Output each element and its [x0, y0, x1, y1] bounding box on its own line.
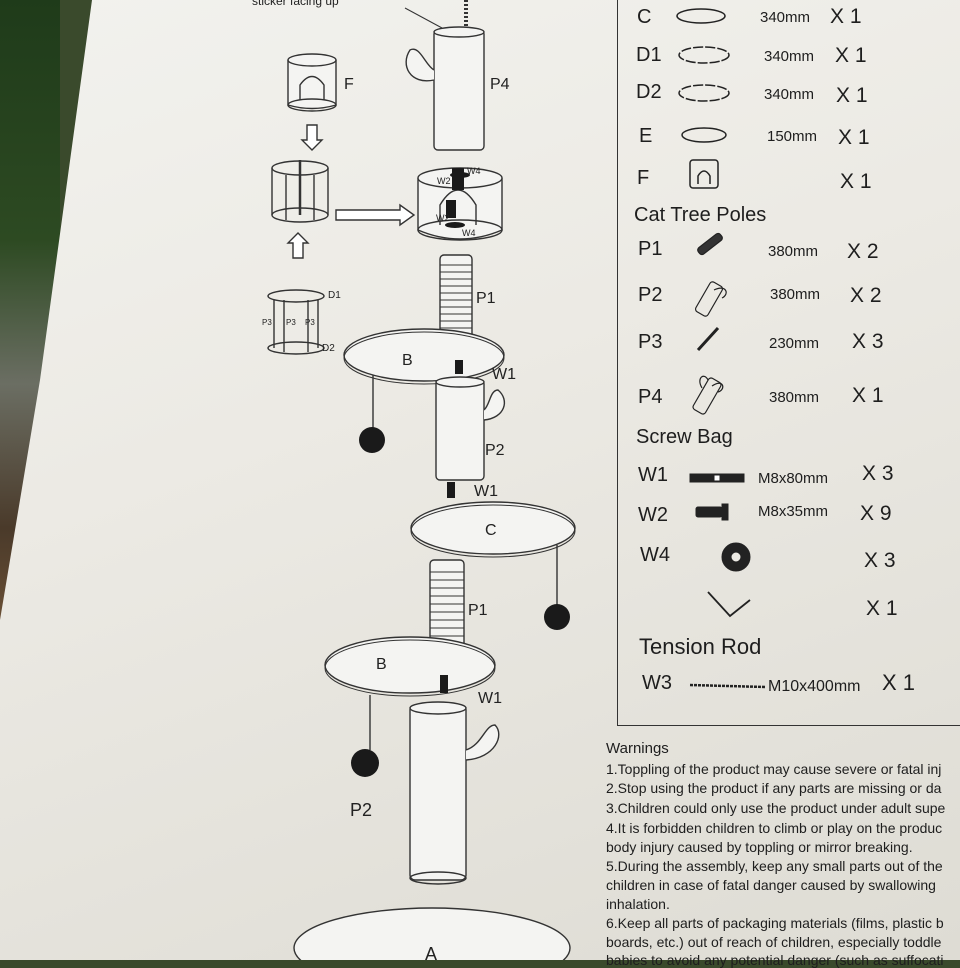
label-p3: P3: [305, 318, 315, 327]
flat-disc-icon: [676, 8, 726, 24]
warning-line: boards, etc.) out of reach of children, …: [606, 934, 942, 950]
pom-pom-toy: [544, 604, 570, 630]
label-d2: D2: [322, 343, 335, 354]
screw-size: M8x35mm: [758, 503, 829, 520]
label-p1: P1: [468, 602, 488, 619]
label-p2: P2: [350, 800, 373, 820]
section-heading-rod: Tension Rod: [639, 634, 762, 659]
label-p3: P3: [286, 318, 296, 327]
pole-arm: [405, 48, 435, 82]
sisal-pole-icon: [697, 232, 723, 256]
label-w2: W2: [436, 213, 450, 223]
warning-line: babies to avoid any potential danger (su…: [606, 952, 944, 968]
label-d1: D1: [328, 290, 341, 301]
label-w1: W1: [474, 483, 498, 500]
part-id: D2: [636, 81, 662, 103]
base-a: [293, 907, 571, 960]
pole-qty: X 2: [847, 240, 879, 263]
part-qty: X 1: [838, 126, 870, 149]
pole-qty: X 1: [852, 384, 884, 407]
pole-size: 380mm: [768, 243, 819, 260]
label-f: F: [344, 76, 354, 93]
warning-line: 3.Children could only use the product un…: [606, 800, 946, 816]
label-b: B: [376, 656, 387, 673]
part-qty: X 1: [830, 5, 862, 28]
pole-size: 380mm: [769, 389, 820, 406]
label-w1: W1: [492, 366, 516, 383]
label-p4: P4: [490, 76, 510, 93]
part-size: 150mm: [767, 128, 818, 145]
part-id: F: [637, 167, 650, 189]
warning-line: body injury caused by toppling or mirror…: [606, 839, 913, 855]
thin-pole-icon: [696, 326, 720, 352]
double-arm-pole-icon: [692, 375, 724, 415]
rod-qty: X 1: [882, 670, 916, 695]
pole-qty: X 2: [850, 284, 882, 307]
tension-rod-icon: [689, 683, 766, 689]
part-id: E: [639, 125, 653, 147]
screw-size: M8x80mm: [758, 470, 829, 487]
warnings-title: Warnings: [606, 740, 669, 757]
label-w1: W1: [478, 690, 502, 707]
pole-id: P2: [638, 284, 663, 306]
cup-icon: [689, 159, 719, 189]
pole-size: 230mm: [769, 335, 820, 352]
rod-size: M10x400mm: [768, 678, 861, 695]
pole-id: P3: [638, 331, 663, 353]
small-disc-icon: [681, 127, 727, 143]
label-w4: W4: [462, 228, 476, 238]
label-c: C: [485, 522, 497, 539]
part-qty: X 1: [840, 170, 872, 193]
warning-line: 2.Stop using the product if any parts ar…: [606, 780, 942, 796]
part-size: 340mm: [764, 86, 815, 103]
label-a: A: [425, 944, 438, 964]
sticker-note: sticker facing up: [252, 0, 339, 8]
label-b: B: [402, 352, 413, 369]
part-size: 340mm: [764, 48, 815, 65]
screw-qty: X 3: [862, 462, 894, 485]
allen-key-icon: [707, 591, 751, 618]
part-size: 340mm: [760, 9, 811, 26]
pom-pom-toy: [359, 427, 385, 453]
warning-line: inhalation.: [606, 896, 670, 912]
pole-size: 380mm: [770, 286, 821, 303]
screw-id: W1: [638, 464, 668, 486]
cactus-pole-icon: [694, 281, 727, 317]
section-heading-screws: Screw Bag: [636, 426, 733, 448]
screw-qty: X 9: [860, 502, 892, 525]
label-w2: W2: [437, 176, 451, 186]
pole-qty: X 3: [852, 330, 884, 353]
rod-id: W3: [642, 672, 672, 694]
disc-holes-icon: [678, 84, 730, 102]
warning-line: 1.Toppling of the product may cause seve…: [606, 761, 942, 777]
part-id: C: [637, 6, 652, 28]
part-qty: X 1: [836, 84, 868, 107]
screw-qty: X 1: [866, 597, 898, 620]
warning-line: 6.Keep all parts of packaging materials …: [606, 915, 944, 931]
section-heading-poles: Cat Tree Poles: [634, 204, 767, 226]
warning-line: 5.During the assembly, keep any small pa…: [606, 858, 943, 874]
parts-list-box: [617, 0, 960, 726]
screw-id: W4: [640, 544, 670, 566]
label-p3: P3: [262, 318, 272, 327]
pole-id: P4: [638, 386, 663, 408]
screw-id: W2: [638, 504, 668, 526]
pom-pom-toy: [351, 749, 379, 777]
screw-qty: X 3: [864, 549, 896, 572]
warning-line: 4.It is forbidden children to climb or p…: [606, 820, 943, 836]
label-p1: P1: [476, 290, 496, 307]
part-qty: X 1: [835, 44, 867, 67]
label-p2: P2: [485, 442, 505, 459]
disc-holes-icon: [678, 46, 730, 64]
part-id: D1: [636, 44, 662, 66]
warning-line: children in case of fatal danger caused …: [606, 877, 936, 893]
pole-id: P1: [638, 238, 663, 260]
short-screw-icon: [695, 506, 723, 518]
label-w4: W4: [467, 166, 481, 176]
